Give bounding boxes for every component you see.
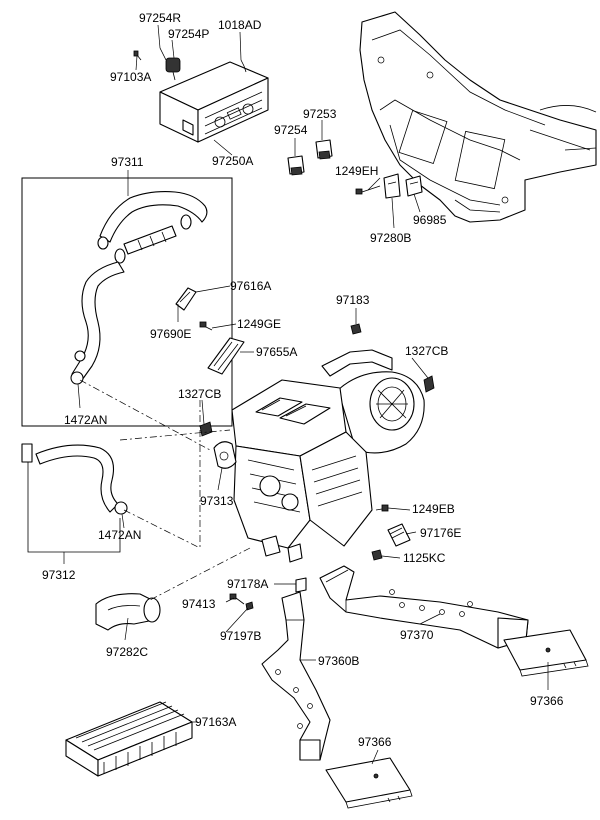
heater-hose-upper (97, 191, 208, 264)
label-97366-bottom: 97366 (358, 735, 392, 749)
duct-clip-parts (355, 173, 423, 199)
label-97366-right: 97366 (530, 694, 564, 708)
label-96985: 96985 (413, 213, 447, 227)
label-1472AN-upper: 1472AN (64, 413, 107, 427)
heater-control-unit (133, 47, 269, 143)
label-97183: 97183 (336, 293, 370, 307)
hose-kit-box (21, 177, 233, 427)
duct-cover-97366-bottom (325, 757, 413, 809)
label-97360B: 97360B (318, 654, 359, 668)
cabin-air-filter-97163A (65, 701, 193, 777)
label-97690E: 97690E (150, 327, 191, 341)
label-97253: 97253 (303, 107, 337, 121)
label-97250A: 97250A (212, 154, 253, 168)
blower-resistor-parts (371, 504, 411, 561)
label-97655A: 97655A (256, 345, 297, 359)
label-97176E: 97176E (420, 526, 461, 540)
label-1327CB-left: 1327CB (178, 387, 221, 401)
label-97616A: 97616A (230, 279, 271, 293)
reference-dashed-lines (79, 379, 251, 601)
label-97103A: 97103A (110, 70, 151, 84)
label-97254: 97254 (274, 123, 308, 137)
label-97280B: 97280B (370, 231, 411, 245)
label-1018AD: 1018AD (218, 18, 262, 32)
label-97282C: 97282C (106, 645, 148, 659)
label-97163A: 97163A (195, 715, 236, 729)
leader-lines (63, 24, 549, 765)
label-1125KC: 1125KC (403, 551, 446, 565)
label-1249EH: 1249EH (335, 164, 378, 178)
actuator-pins (287, 139, 333, 176)
heater-hose-97312 (21, 443, 128, 553)
label-97254R: 97254R (139, 11, 181, 25)
label-97311: 97311 (111, 155, 144, 169)
part-labels: 97254R 97254P 1018AD 97103A 97250A 97253… (42, 11, 564, 749)
duct-cover-97366-right (503, 629, 589, 677)
label-1327CB-right: 1327CB (405, 344, 448, 358)
label-1249EB: 1249EB (412, 502, 455, 516)
label-1472AN-lower: 1472AN (98, 528, 141, 542)
heater-hose-lower (70, 261, 125, 385)
label-97197B: 97197B (220, 629, 261, 643)
label-1249GE: 1249GE (237, 317, 281, 331)
label-97312: 97312 (42, 568, 76, 582)
air-intake-duct-97282C (95, 593, 161, 631)
label-97178A: 97178A (227, 577, 268, 591)
label-97313: 97313 (200, 494, 234, 508)
label-97370: 97370 (400, 628, 434, 642)
dash-panel-drawing (359, 11, 597, 223)
label-97254P: 97254P (168, 27, 209, 41)
label-97413: 97413 (182, 597, 216, 611)
heater-blower-unit (199, 323, 435, 563)
rear-heating-duct-97360B (261, 591, 331, 761)
